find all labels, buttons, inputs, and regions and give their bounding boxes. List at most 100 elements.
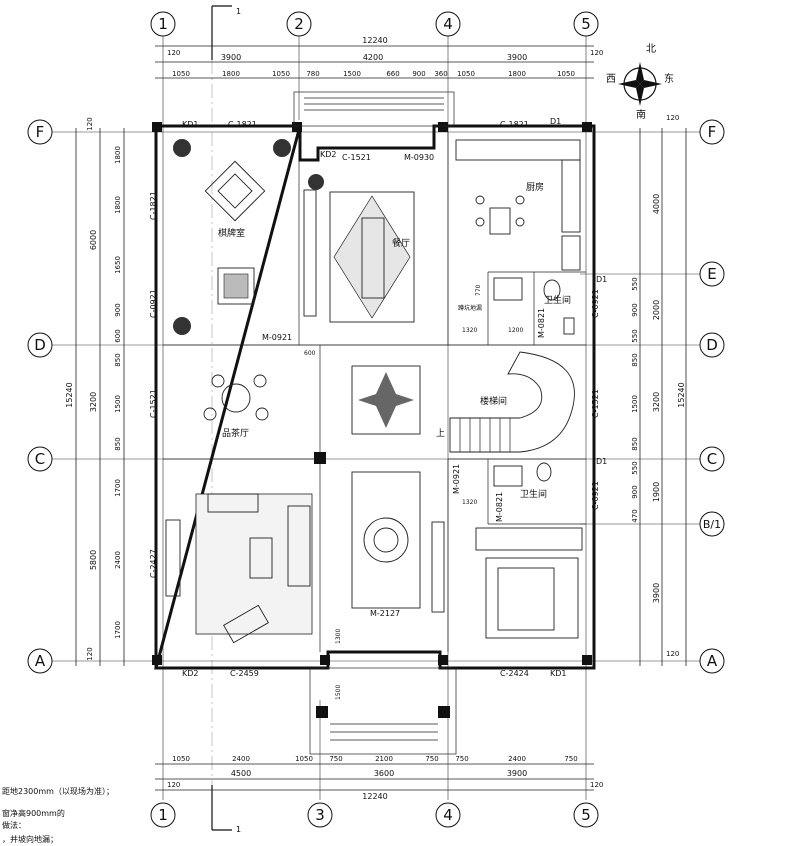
inner-dim-770: 770 xyxy=(475,284,482,296)
grid-label-left-a: A xyxy=(35,652,46,670)
compass-west: 西 xyxy=(606,74,616,85)
grid-label-left-f: F xyxy=(36,123,45,141)
grid-label-top-2: 2 xyxy=(294,15,304,33)
bathroom-fixtures xyxy=(493,277,575,487)
dim-top-edge-left: 120 xyxy=(167,49,180,57)
dim-left-total: 15240 xyxy=(65,382,74,407)
dim-top-detail-10: 1800 xyxy=(508,70,526,78)
dim-right-detail-5: 1500 xyxy=(631,395,639,413)
grid-label-bottom-3: 3 xyxy=(315,806,325,824)
dim-right-bay-3: 3200 xyxy=(652,392,661,412)
grid-label-right-d: D xyxy=(706,336,718,354)
inner-dimensions: 600 770 1320 1200 1320 1300 1500 蹲坑地漏 xyxy=(304,284,523,700)
note-line-1: 距地2300mm（以现场为准）； xyxy=(2,786,114,796)
dim-bottom-detail-2: 2400 xyxy=(232,755,250,763)
dim-right-total: 15240 xyxy=(677,382,686,407)
tag-c0921-left: C-0921 xyxy=(149,289,158,318)
dim-right-detail-3: 550 xyxy=(631,329,639,342)
dim-left-edge-bottom: 120 xyxy=(86,647,94,660)
dim-bottom-bay-3: 3900 xyxy=(507,769,527,778)
tag-m0821-bath1: M-0821 xyxy=(537,308,546,338)
dim-right-bay-4: 1900 xyxy=(652,482,661,502)
tag-c1821-top-left: C-1821 xyxy=(228,120,257,129)
inner-dim-600: 600 xyxy=(304,350,316,357)
dim-left-detail-11: 1700 xyxy=(114,621,122,639)
dim-bottom-edge-left: 120 xyxy=(167,781,180,789)
left-dimensions: 15240 6000 3200 5800 120 120 1800 1800 1… xyxy=(65,117,125,666)
section-mark-top: 1 xyxy=(236,7,241,16)
tag-kd2-bottom: KD2 xyxy=(182,669,199,678)
dim-right-detail-6: 850 xyxy=(631,437,639,450)
dim-left-detail-4: 900 xyxy=(114,303,122,316)
tag-c2424: C-2424 xyxy=(500,669,529,678)
compass-north: 北 xyxy=(646,43,656,55)
compass-east: 东 xyxy=(664,72,674,85)
dim-left-detail-3: 1650 xyxy=(114,256,122,274)
dim-bottom-detail-6: 750 xyxy=(425,755,438,763)
inner-dim-1200: 1200 xyxy=(508,327,523,334)
top-porch xyxy=(293,91,455,127)
dim-bottom-bay-1: 4500 xyxy=(231,769,251,778)
dim-bottom-detail-3: 1050 xyxy=(295,755,313,763)
tag-c1521-top: C-1521 xyxy=(342,153,371,162)
tag-m0921-chess: M-0921 xyxy=(262,333,292,342)
grid-label-top-1: 1 xyxy=(158,15,168,33)
dim-bottom-total: 12240 xyxy=(362,792,387,801)
dim-right-detail-4: 850 xyxy=(631,353,639,366)
tag-c1521-left: C-1521 xyxy=(149,389,158,418)
dim-left-bay-3: 5800 xyxy=(89,550,98,570)
grid-label-top-4: 4 xyxy=(443,15,453,33)
dim-left-detail-5: 600 xyxy=(114,329,122,342)
right-dimensions: 15240 120 120 4000 2000 3200 1900 3900 5… xyxy=(631,114,687,666)
grid-label-bottom-5: 5 xyxy=(581,806,591,824)
top-dimensions: 120 12240 120 3900 4200 3900 1050 1800 1… xyxy=(155,36,603,79)
opening-tags: C-1821 KD1 KD2 C-1521 M-0930 C-1821 D1 D… xyxy=(149,117,607,678)
floor-drain-label: 蹲坑地漏 xyxy=(458,304,482,312)
dim-top-total: 12240 xyxy=(362,36,387,45)
notes: 距地2300mm（以现场为准）； 窗净高900mm的 做法： ，并坡向地漏； xyxy=(2,786,114,844)
section-mark-bottom: 1 xyxy=(236,825,241,834)
bedroom-furniture xyxy=(431,521,583,639)
stair-up-label: 上 xyxy=(436,428,445,439)
inner-dim-1320b: 1320 xyxy=(462,499,477,506)
dim-right-bay-5: 3900 xyxy=(652,583,661,603)
dim-left-detail-6: 850 xyxy=(114,353,122,366)
bottom-porch xyxy=(309,667,457,755)
tag-c0921-right-2: C-0921 xyxy=(591,481,600,510)
walls xyxy=(152,122,596,718)
dim-top-edge-right: 120 xyxy=(590,49,603,57)
room-bath-1: 卫生间 xyxy=(544,294,571,306)
grid-label-right-e: E xyxy=(707,265,716,283)
dim-left-detail-9: 1700 xyxy=(114,479,122,497)
inner-dim-1300: 1300 xyxy=(335,629,342,644)
room-bath-2: 卫生间 xyxy=(520,488,547,500)
note-line-3: 做法： xyxy=(2,820,26,830)
grid-label-right-a: A xyxy=(707,652,718,670)
room-chess: 棋牌室 xyxy=(218,227,245,239)
dim-top-detail-7: 900 xyxy=(412,70,425,78)
dim-bottom-detail-8: 2400 xyxy=(508,755,526,763)
grid-label-top-5: 5 xyxy=(581,15,591,33)
dining-table-icon xyxy=(303,174,415,323)
room-labels: 棋牌室 餐厅 厨房 楼梯间 品茶厅 卫生间 卫生间 上 xyxy=(218,181,571,500)
grid-label-right-f: F xyxy=(708,123,717,141)
living-room-furniture xyxy=(165,493,313,644)
compass-south: 南 xyxy=(636,108,646,121)
grid-left: F D C A xyxy=(27,119,53,674)
dim-right-edge-top: 120 xyxy=(666,114,679,122)
note-line-2: 窗净高900mm的 xyxy=(2,808,65,818)
note-line-4: ，并坡向地漏； xyxy=(2,834,58,844)
dim-right-detail-7: 550 xyxy=(631,461,639,474)
dim-left-bay-2: 3200 xyxy=(89,392,98,412)
stair-icon xyxy=(449,351,575,453)
tag-c1821-left: C-1821 xyxy=(149,191,158,220)
dim-top-detail-5: 1500 xyxy=(343,70,361,78)
grid-label-left-c: C xyxy=(35,450,45,468)
bottom-dimensions: 1050 2400 1050 750 2100 750 750 2400 750… xyxy=(155,755,603,801)
tag-d1-e: D1 xyxy=(596,275,607,284)
dim-bottom-bay-2: 3600 xyxy=(374,769,394,778)
hall-floor-pattern xyxy=(351,365,421,609)
dim-right-edge-bottom: 120 xyxy=(666,650,679,658)
tag-c2427: C-2427 xyxy=(149,549,158,578)
